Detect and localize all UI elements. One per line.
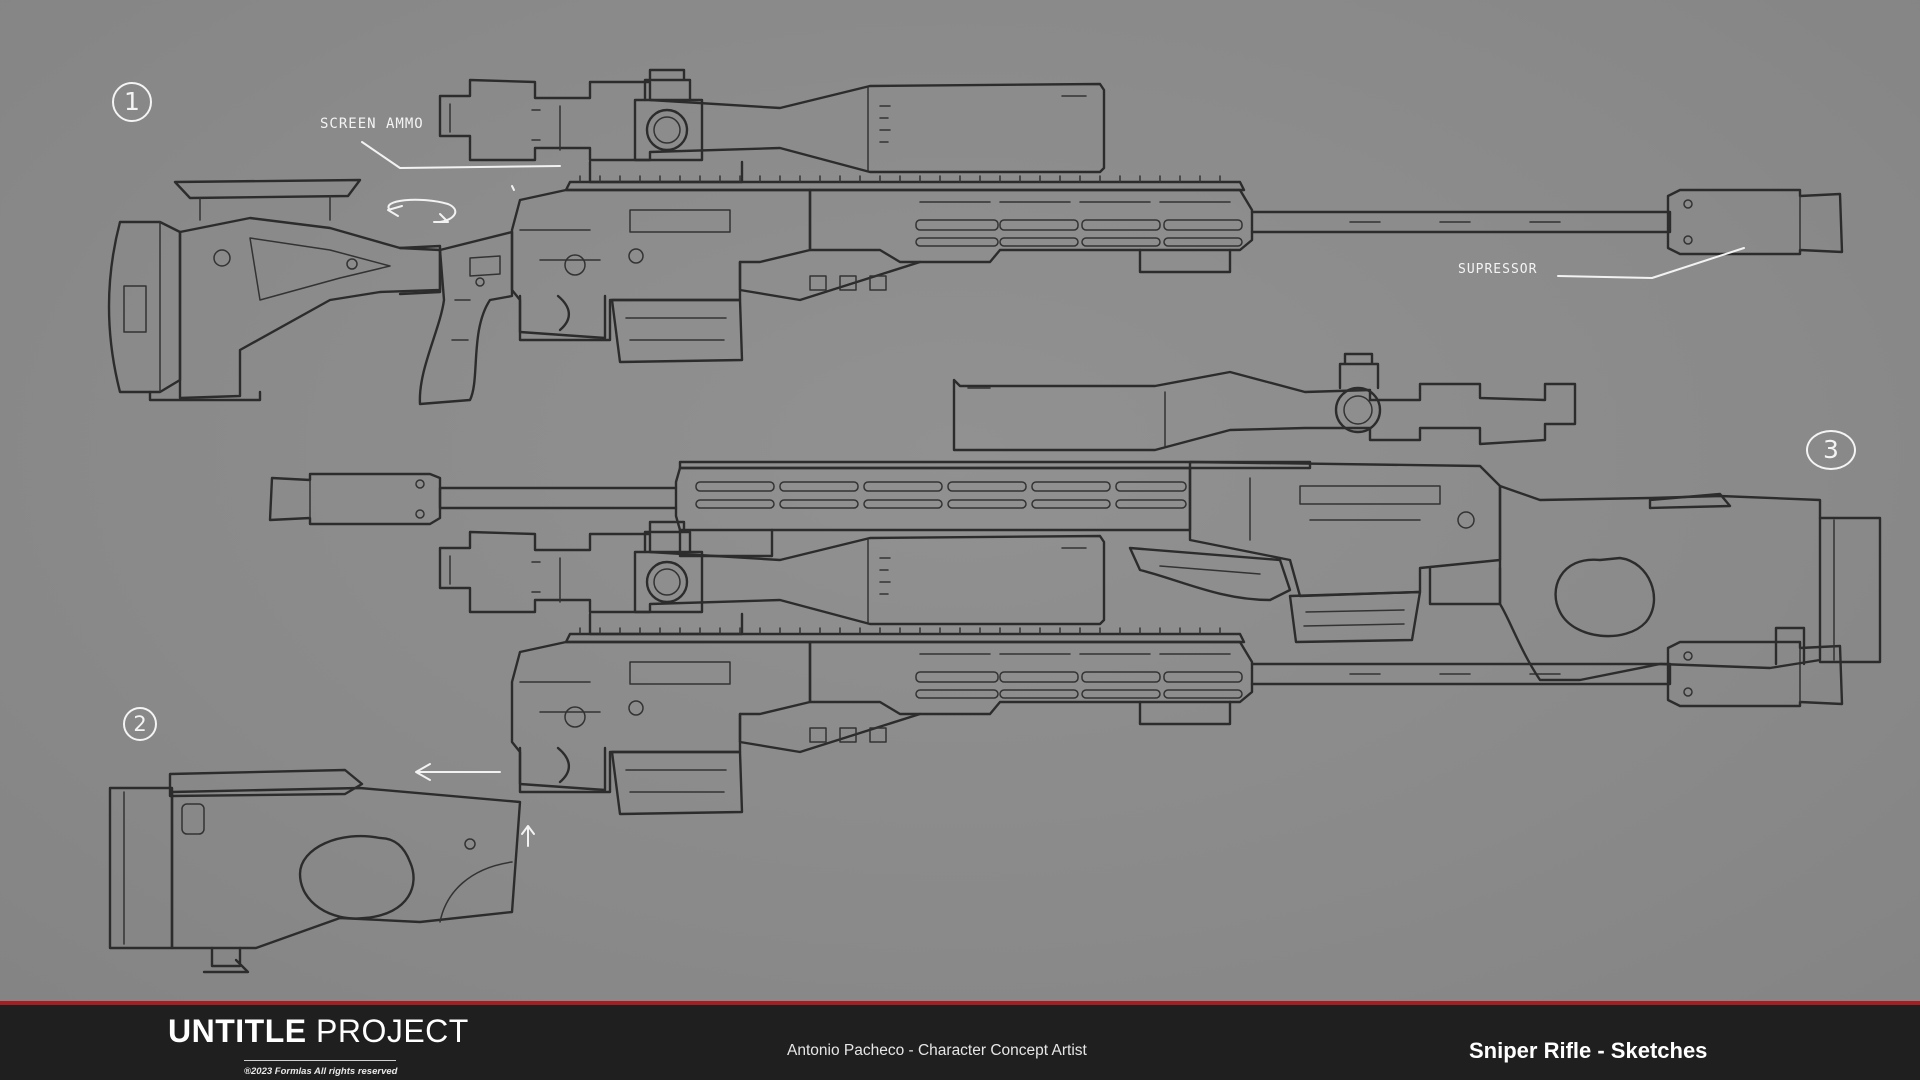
- rifle-sketch-2: [108, 520, 1844, 974]
- project-brand: UNTITLE PROJECT: [168, 1013, 469, 1050]
- brand-bold: UNTITLE: [168, 1013, 307, 1049]
- brand-divider: [244, 1060, 396, 1061]
- copyright-notice: ®2023 Formlas All rights reserved: [244, 1066, 398, 1077]
- brand-regular: PROJECT: [306, 1013, 469, 1049]
- sketch-canvas: 1 2 3 SCREEN AMMO SUPRESSOR: [0, 0, 1920, 1001]
- view-label-1: 1: [112, 82, 152, 122]
- screen-ammo-leader: [361, 141, 561, 169]
- sheet-title: Sniper Rifle - Sketches: [1469, 1038, 1708, 1063]
- rifle-sketch-1: [107, 68, 1844, 406]
- view-label-2: 2: [123, 707, 157, 741]
- screen-ammo-annotation: SCREEN AMMO: [320, 116, 424, 132]
- suppressor-annotation: SUPRESSOR: [1458, 262, 1538, 277]
- annotation-tick: [511, 185, 515, 191]
- artist-credit: Antonio Pacheco - Character Concept Arti…: [787, 1042, 1087, 1059]
- footer-bar: UNTITLE PROJECT ®2023 Formlas All rights…: [0, 1001, 1920, 1080]
- rifle-sketch-3: [268, 352, 1882, 682]
- view-label-3: 3: [1806, 430, 1856, 470]
- slide-arrow-icon: [415, 763, 501, 781]
- suppressor-leader: [1557, 247, 1745, 279]
- up-arrow-icon: [521, 825, 535, 847]
- rotate-arrow-icon: [387, 198, 457, 223]
